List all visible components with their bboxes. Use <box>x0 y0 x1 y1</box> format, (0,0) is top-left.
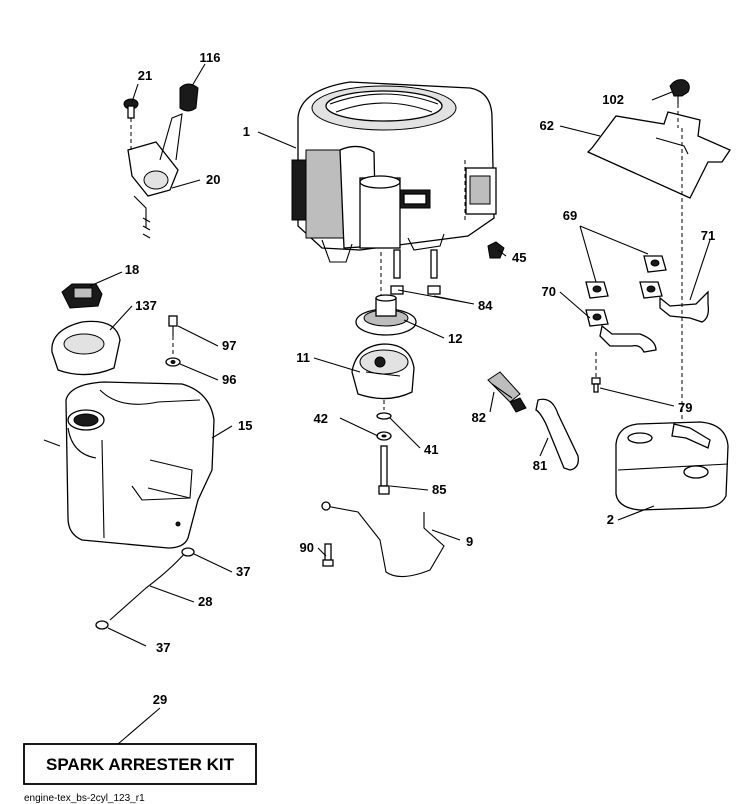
callout-41: 41 <box>424 442 438 457</box>
fuel-tank-part <box>43 381 215 549</box>
callout-69: 69 <box>563 208 577 223</box>
callout-116: 116 <box>200 50 221 65</box>
fuel-collar-part <box>51 320 121 376</box>
spark-plug-part <box>487 371 579 471</box>
callout-79: 79 <box>678 400 692 415</box>
callout-97: 97 <box>222 338 236 353</box>
exhaust-pipe-part <box>585 255 710 393</box>
callout-102: 102 <box>602 92 624 107</box>
callout-71: 71 <box>701 228 715 243</box>
fuel-cap-part <box>61 283 103 309</box>
callout-37-top: 37 <box>236 564 250 579</box>
callout-42: 42 <box>314 411 328 426</box>
bolt-washer-part <box>165 315 181 367</box>
callout-137: 137 <box>135 298 157 313</box>
pulley-part <box>355 294 417 336</box>
callout-1: 1 <box>243 124 250 139</box>
callout-12: 12 <box>448 331 462 346</box>
fuel-line-part <box>95 547 195 630</box>
washer-bolt-85-part <box>376 400 392 495</box>
callout-28: 28 <box>198 594 212 609</box>
throttle-bracket-part <box>123 83 199 239</box>
callout-21: 21 <box>138 68 152 83</box>
callout-37-bottom: 37 <box>156 640 170 655</box>
muffler-part <box>615 128 729 511</box>
clutch-part <box>351 343 415 400</box>
callout-9: 9 <box>466 534 473 549</box>
nut-45-part <box>487 241 505 259</box>
callout-18: 18 <box>125 262 139 277</box>
callout-85: 85 <box>432 482 446 497</box>
bolts-84-part <box>380 249 441 298</box>
callout-29: 29 <box>153 692 167 707</box>
leader-lines <box>89 63 711 745</box>
callout-11: 11 <box>296 350 310 365</box>
callout-70: 70 <box>542 284 556 299</box>
spark-arrester-kit-label: SPARK ARRESTER KIT <box>46 755 235 774</box>
spark-arrester-kit-box <box>23 743 257 785</box>
callout-96: 96 <box>222 372 236 387</box>
rod-bracket-part <box>321 501 445 578</box>
callout-90: 90 <box>300 540 314 555</box>
callout-45: 45 <box>512 250 526 265</box>
callout-62: 62 <box>540 118 554 133</box>
heat-shield-part <box>586 79 731 199</box>
engine-part <box>291 81 497 263</box>
callout-15: 15 <box>238 418 252 433</box>
callout-81: 81 <box>533 458 547 473</box>
callout-84: 84 <box>478 298 493 313</box>
callout-2: 2 <box>607 512 614 527</box>
callout-20: 20 <box>206 172 220 187</box>
callout-82: 82 <box>472 410 486 425</box>
footer-code: engine-tex_bs-2cyl_123_r1 <box>24 793 145 804</box>
